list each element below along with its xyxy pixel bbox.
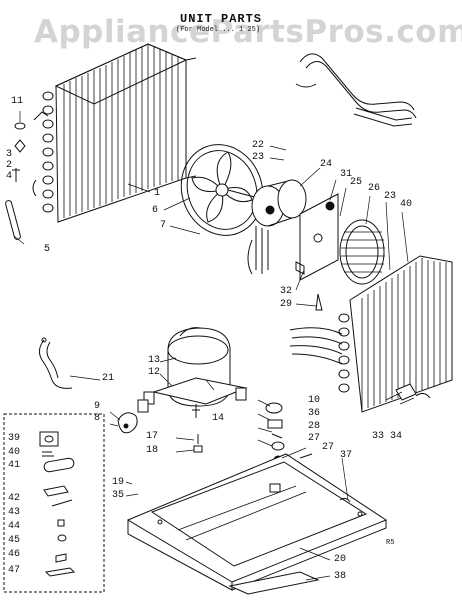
blower-assembly [295,193,385,311]
callout-43: 42 [8,493,21,504]
callout-18: 18 [146,445,159,456]
callout-31: 31 [340,169,353,180]
callout-10: 10 [308,395,321,406]
callout-36: 36 [308,408,321,419]
callout-24: 24 [320,159,333,170]
callout-47: 46 [8,549,21,560]
callout-1: 1 [154,188,161,199]
callout-40: 39 [8,433,21,444]
fan-motor [247,179,307,275]
callout-12: 11 [11,96,24,107]
callout-44: 43 [8,507,21,518]
callout-29: 29 [280,299,293,310]
callout-17: 17 [146,431,159,442]
callout-37: 37 [340,450,353,461]
condenser-coil [289,255,453,413]
callout-21: 20 [334,554,347,565]
callout-19: 19 [112,477,125,488]
callout-4: 4 [6,171,13,182]
callout-5: 5 [44,244,51,255]
evaporator-coil [42,43,197,223]
callout-48: 47 [8,565,21,576]
callout-leaders [13,111,415,581]
fan-blade [180,144,264,236]
callout-3: 3 [6,149,13,160]
callout-41: 40 [8,447,21,458]
callout-28: 27 [322,442,335,453]
callout-23: 23 [252,152,265,163]
callout-6: 6 [152,205,159,216]
callout-23b: 23 [384,191,397,202]
callout-26: 26 [368,183,381,194]
control-parts-box [3,413,105,593]
evaporator-small-parts [5,111,49,240]
callout-20: 21 [102,373,115,384]
callout-8: 8 [94,413,101,424]
callout-27: 27 [308,433,321,444]
callout-45: 44 [8,521,21,532]
callout-14: 14 [212,413,225,424]
callout-32: 32 [280,286,293,297]
callout-38: 38 [334,571,347,582]
callout-13: 13 [148,355,161,366]
callout-34: 34 [390,431,403,442]
callout-33: 33 [372,431,385,442]
diagram-subtitle: (For Model ... 1 25) [176,26,261,34]
diagram-title: UNIT PARTS [180,12,263,26]
callout-25: 25 [350,177,363,188]
callout-42: 41 [8,460,21,471]
callout-9: 9 [94,401,101,412]
wire-harness [38,337,73,389]
gasket-strip [228,571,320,595]
callout-30: 28 [308,421,321,432]
base-pan [126,453,388,591]
callout-22: 22 [252,140,265,151]
terminal-cover [117,399,149,434]
callout-2: 2 [6,160,13,171]
callout-35: 35 [112,490,125,501]
callout-7: 7 [160,220,167,231]
callout-46: 45 [8,535,21,546]
footnote: R5 [386,539,395,547]
compressor [143,327,248,418]
callout-11: 12 [148,367,161,378]
refrigerant-tubing [295,53,417,127]
watermark: AppliancePartsPros.com [34,14,462,50]
callout-39: 40 [400,199,413,210]
